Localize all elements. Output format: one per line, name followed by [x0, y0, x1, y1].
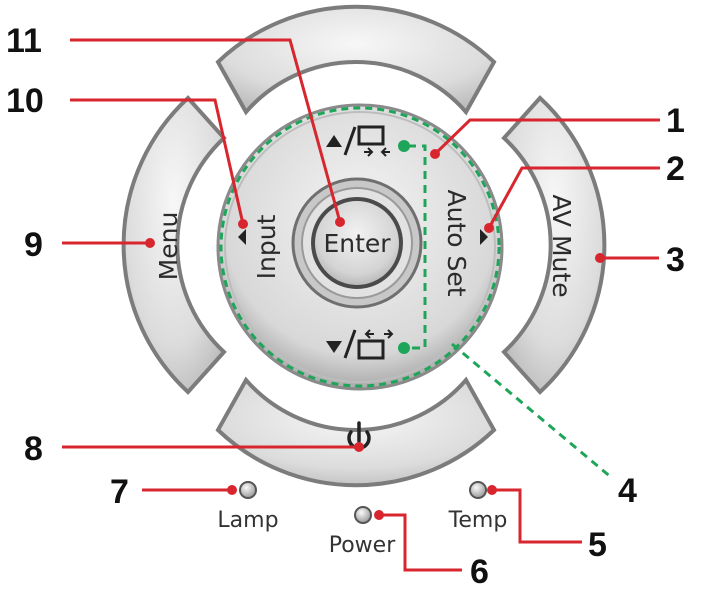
input-button-label: Input [252, 214, 281, 279]
callout-number-10: 10 [6, 82, 44, 120]
keystone-bracket-line [408, 144, 427, 350]
callout-dot-10 [238, 219, 248, 229]
callout-dot-2 [484, 223, 494, 233]
callout-line-6 [379, 513, 462, 572]
av-mute-button-label: AV Mute [547, 194, 576, 297]
keystone-bracket [408, 144, 613, 480]
callout-number-1: 1 [666, 102, 685, 140]
auto-set-button-label: Auto Set [442, 189, 471, 296]
menu-button[interactable]: Menu [121, 95, 227, 395]
menu-button-label: Menu [154, 212, 183, 281]
callout-number-6: 6 [470, 553, 489, 591]
enter-button[interactable]: Enter [291, 177, 423, 309]
callout-dot-8 [354, 442, 364, 452]
power-button[interactable] [215, 376, 497, 488]
callout-dot-5 [487, 485, 497, 495]
callout-line-5 [492, 488, 582, 544]
callout-number-9: 9 [24, 226, 43, 264]
lamp-indicator: Lamp [217, 481, 279, 533]
callout-number-7: 7 [110, 473, 129, 511]
callout-line-4 [451, 342, 613, 480]
callout-number-5: 5 [588, 526, 607, 564]
power-label: Power [329, 533, 396, 558]
callout-dots [145, 149, 605, 520]
callout-line-11 [70, 38, 342, 223]
av-mute-button[interactable]: AV Mute [501, 95, 607, 395]
callout-number-2: 2 [666, 150, 685, 188]
right-arrow-icon [480, 229, 488, 245]
led-icon [354, 506, 372, 524]
keystone-dots [398, 140, 410, 354]
enter-button-label: Enter [323, 229, 391, 258]
lamp-label: Lamp [217, 508, 278, 533]
keystone-ring-highlight [219, 106, 501, 388]
callout-dot-9 [145, 238, 155, 248]
keystone-dot-up [398, 140, 410, 152]
callout-dot-3 [595, 253, 605, 263]
callout-line-10 [70, 98, 245, 225]
callout-dot-11 [335, 217, 345, 227]
left-arrow-icon [238, 229, 246, 245]
callout-dot-1 [430, 149, 440, 159]
down-arrow-keystone-icon[interactable] [326, 329, 394, 360]
led-icon [469, 481, 487, 499]
keystone-dot-down [398, 342, 410, 354]
led-icon [239, 481, 257, 499]
callout-number-11: 11 [6, 22, 42, 60]
up-arrow-keystone-icon[interactable] [326, 125, 390, 157]
temp-indicator: Temp [448, 481, 508, 533]
power-indicator: Power [329, 506, 396, 558]
callout-dot-7 [227, 485, 237, 495]
callout-number-3: 3 [666, 241, 685, 279]
callout-number-4: 4 [618, 472, 637, 510]
temp-label: Temp [448, 508, 508, 533]
callout-numbers: 11 10 9 8 7 6 5 4 3 2 1 [6, 22, 685, 591]
auto-set-button[interactable]: Auto Set [442, 189, 488, 297]
callout-dot-6 [374, 510, 384, 520]
input-button[interactable]: Input [238, 214, 281, 279]
callout-number-8: 8 [24, 430, 43, 468]
callout-line-1 [433, 118, 660, 156]
callout-line-2 [487, 166, 660, 229]
top-arc-button[interactable] [215, 4, 497, 116]
callout-lines [62, 38, 660, 572]
